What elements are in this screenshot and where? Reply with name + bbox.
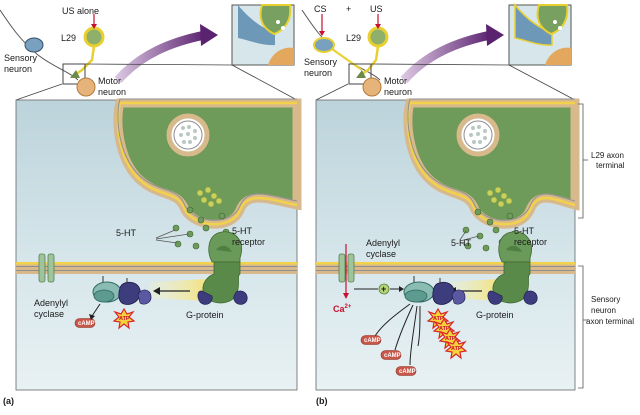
panel-b-receptor-label-2: receptor [514,237,547,247]
panel-b-ca-label: Ca2+ [333,304,352,314]
sensory-terminal-label-3: axon terminal [586,317,634,326]
panel-a: US alone L29 Sensory neuron Motor neuron [0,4,302,406]
panel-b-5ht-label: 5-HT [451,238,472,248]
panel-b-gprotein-label: G-protein [476,310,514,320]
l29-cell [83,26,105,48]
panel-a-l29-label: L29 [61,33,76,43]
panel-a-5ht-label: 5-HT [116,228,137,238]
panel-a-main: ATP cAMP [15,98,302,391]
sensory-neuron-cell [24,37,44,53]
panel-a-schematic [0,4,298,101]
panel-b-camp-label-1: cAMP [364,338,381,344]
magnify-arrow [114,30,206,84]
panel-a-5ht-receptor [197,231,248,305]
panel-b-magnify-arrow [400,30,492,84]
panel-b-main: + [315,98,580,391]
panel-a-letter: (a) [3,396,14,406]
side-annotations: L29 axon terminal Sensory neuron axon te… [578,103,634,389]
panel-b-motor-label-1: Motor [384,76,407,86]
panel-a-motor-label-1: Motor [98,76,121,86]
panel-b-receptor-label-1: 5-HT [514,226,535,236]
sensory-terminal-label-2: neuron [591,306,616,315]
panel-b-camp-arrows [374,303,421,366]
l29-terminal-bracket [578,103,584,219]
panel-a-g-protein [118,278,152,305]
motor-neuron-cell [76,77,96,97]
sensory-terminal-label-1: Sensory [591,295,620,304]
panel-b-atp-label-1: ATP [433,316,444,322]
panel-a-camp-label: cAMP [78,321,95,327]
panel-a-cyclase-label-1: Adenylyl [34,298,68,308]
panel-b-sensory-neuron-cell [313,37,335,53]
panel-b-schematic [301,2,576,101]
panel-a-motor-label-2: neuron [98,87,126,97]
panel-b-motor-label-2: neuron [384,87,412,97]
panel-a-stimulus-label: US alone [62,6,99,16]
panel-a-gprotein-label: G-protein [186,310,224,320]
panel-b-sensory-label-2: neuron [304,68,332,78]
panel-a-cyclase-label-2: cyclase [34,309,64,319]
l29-terminal-label-2: terminal [596,161,625,170]
panel-b-adenylyl-cyclase [403,276,435,303]
panel-b-letter: (b) [316,396,328,406]
panel-b-zoom-box-small [348,63,372,85]
panel-a-receptor-label-2: receptor [232,237,265,247]
panel-b: CS + US L29 Sensory neuron Motor neuron [301,2,580,406]
panel-a-sensory-label-1: Sensory [4,53,38,63]
panel-b-l29-cell [367,26,389,48]
panel-b-cyclase-label-2: cyclase [366,249,396,259]
panel-b-l29-label: L29 [346,33,361,43]
panel-b-camp-label-3: cAMP [399,369,416,375]
sensory-terminal-bracket [578,265,584,389]
panel-b-sensory-label-1: Sensory [304,57,338,67]
panel-b-motor-neuron-cell [362,77,382,97]
panel-b-g-protein [432,278,466,305]
panel-b-5ht-molecules [462,208,518,252]
panel-b-ion-channel [338,244,355,299]
panel-a-receptor-label-1: 5-HT [232,226,253,236]
panel-b-plus-label: + [346,4,351,14]
panel-b-plus-marker [378,283,390,295]
l29-terminal-label-1: L29 axon [591,151,624,160]
panel-b-cyclase-label-1: Adenylyl [366,238,400,248]
panel-a-ion-channel [38,253,55,283]
panel-b-cs-label: CS [314,4,327,14]
panel-b-atp-label-2: ATP [439,326,450,332]
panel-a-sensory-label-2: neuron [4,64,32,74]
panel-b-camp-label-2: cAMP [384,353,401,359]
panel-b-plus-sign: + [381,284,386,294]
panel-b-atp-label-4: ATP [451,346,462,352]
panel-a-adenylyl-cyclase [92,276,122,303]
panel-b-atp-label-3: ATP [445,336,456,342]
panel-a-atp-label: ATP [119,316,130,322]
zoom-box-small [62,63,86,85]
panel-b-5ht-receptor [487,231,538,305]
panel-b-us-label: US [370,4,383,14]
